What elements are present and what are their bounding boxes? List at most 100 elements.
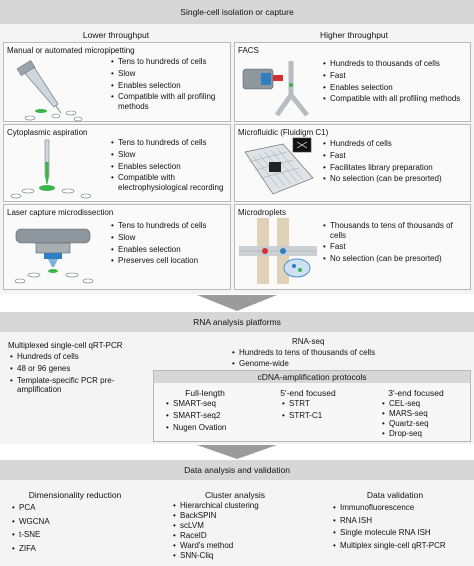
list-item: Hundreds of cells [323,139,469,149]
list-item: No selection (can be presorted) [323,174,469,184]
list-item: Enables selection [111,245,229,255]
list-item: Slow [111,233,229,243]
list-item: SNN-Cliq [173,551,313,561]
list-item: Ward's method [173,541,313,551]
list-item: Template-specific PCR pre-amplification [10,376,150,395]
full-length-title: Full-length [185,388,225,398]
cell-title: Manual or automated micropipetting [7,46,135,55]
cell-title: Cytoplasmic aspiration [7,128,88,137]
rna-seq-bullets: Hundreds to tens of thousands of cells G… [232,348,452,370]
list-item: Enables selection [111,162,231,172]
microdroplet-illustration [239,218,317,284]
list-item: Hundreds to thousands of cells [323,59,469,69]
list-item: MARS-seq [382,409,468,419]
list-item: WGCNA [12,517,142,527]
list-item: Thousands to tens of thousands of cells [323,221,469,240]
dimensionality-title: Dimensionality reduction [28,490,122,500]
list-item: STRT-C1 [282,411,362,421]
cdna-protocols-box: cDNA-amplification protocols Full-length… [153,370,471,442]
list-item: Drop-seq [382,429,468,439]
list-item: SMART-seq2 [166,411,262,421]
list-item: Slow [111,150,231,160]
cell-title: Microdroplets [238,208,287,217]
list-item: Tens to hundreds of cells [111,57,229,67]
list-item: RNA ISH [333,516,473,526]
list-item: Fast [323,151,469,161]
list-item: Facilitates library preparation [323,163,469,173]
list-item: Slow [111,69,229,79]
list-item: PCA [12,503,142,513]
list-item: Fast [323,71,469,81]
three-prime-title: 3′-end focused [388,388,444,398]
qrt-pcr-bullets: Hundreds of cells 48 or 96 genes Templat… [10,352,150,397]
cdna-header-band [154,371,470,383]
list-item: Enables selection [111,81,229,91]
list-item: Enables selection [323,83,469,93]
laser-capture-bullets: Tens to hundreds of cells Slow Enables s… [111,221,229,268]
cell-title: FACS [238,46,259,55]
lower-throughput-header: Lower throughput [82,30,150,40]
down-arrow-icon [197,295,277,311]
list-item: Immunofluorescence [333,503,473,513]
five-prime-title: 5′-end focused [280,388,336,398]
isolation-title: Single-cell isolation or capture [180,7,294,17]
cell-microfluidic: Microfluidic (Fluidigm C1) Hundreds of c… [234,124,471,202]
three-prime-bullets: CEL-seq MARS-seq Quartz-seq Drop-seq [382,399,468,439]
cell-cytoplasmic-aspiration: Cytoplasmic aspiration Tens to hundreds … [3,124,231,202]
cdna-title: cDNA-amplification protocols [257,372,367,382]
list-item: No selection (can be presorted) [323,254,469,264]
cluster-bullets: Hierarchical clustering BackSPIN scLVM R… [173,501,313,561]
list-item: Compatible with all profiling methods [323,94,469,104]
qrt-pcr-title: Multiplexed single-cell qRT-PCR [8,341,123,350]
list-item: Single molecule RNA ISH [333,528,440,538]
rna-title: RNA analysis platforms [193,317,281,327]
microfluidic-bullets: Hundreds of cells Fast Facilitates libra… [323,139,469,186]
list-item: Fast [323,242,469,252]
list-item: SMART-seq [166,399,262,409]
list-item: Multiplex single-cell qRT-PCR [333,541,473,551]
microfluidic-chip-illustration [244,137,314,195]
list-item: Hierarchical clustering [173,501,313,511]
list-item: Preserves cell location [111,256,229,266]
micropipette-illustration [16,59,83,122]
list-item: CEL-seq [382,399,468,409]
list-item: Quartz-seq [382,419,468,429]
list-item: STRT [282,399,362,409]
list-item: Compatible with electrophysiological rec… [111,173,231,192]
cell-microdroplets: Microdroplets Thousands to tens of thous… [234,204,471,290]
list-item: RaceID [173,531,313,541]
rna-seq-title: RNA-seq [292,337,325,346]
list-item: BackSPIN [173,511,313,521]
facs-illustration [242,61,309,117]
cell-facs: FACS Hundreds to thousands of cells Fast… [234,42,471,122]
five-prime-bullets: STRT STRT-C1 [282,399,362,423]
cell-title: Microfluidic (Fluidigm C1) [238,128,329,137]
cluster-title: Cluster analysis [205,490,265,500]
cell-laser-capture: Laser capture microdissection Tens to hu… [3,204,231,290]
higher-throughput-header: Higher throughput [319,30,389,40]
list-item: Tens to hundreds of cells [111,138,231,148]
validation-bullets: Immunofluorescence RNA ISH Single molecu… [333,503,473,550]
list-item: scLVM [173,521,313,531]
cell-micropipetting: Manual or automated micropipetting Tens … [3,42,231,122]
list-item: Nugen Ovation [166,423,262,433]
rna-header-band [0,312,474,332]
list-item: Genome-wide [232,359,452,369]
facs-bullets: Hundreds to thousands of cells Fast Enab… [323,59,469,106]
list-item: ZIFA [12,544,142,554]
cell-title: Laser capture microdissection [7,208,114,217]
analysis-header-band [0,460,474,480]
full-length-bullets: SMART-seq SMART-seq2 Nugen Ovation [166,399,262,434]
list-item: Hundreds of cells [10,352,150,362]
isolation-header-band [0,0,474,24]
down-arrow-icon [197,445,277,459]
microdroplets-bullets: Thousands to tens of thousands of cells … [323,221,469,266]
list-item: Hundreds to tens of thousands of cells [232,348,452,358]
dimensionality-bullets: PCA WGCNA t-SNE ZIFA [12,503,142,556]
aspiration-bullets: Tens to hundreds of cells Slow Enables s… [111,138,231,195]
list-item: 48 or 96 genes [10,364,150,374]
list-item: Compatible with all profiling methods [111,92,229,111]
analysis-title: Data analysis and validation [184,465,290,475]
validation-title: Data validation [366,490,424,500]
list-item: Tens to hundreds of cells [111,221,229,231]
